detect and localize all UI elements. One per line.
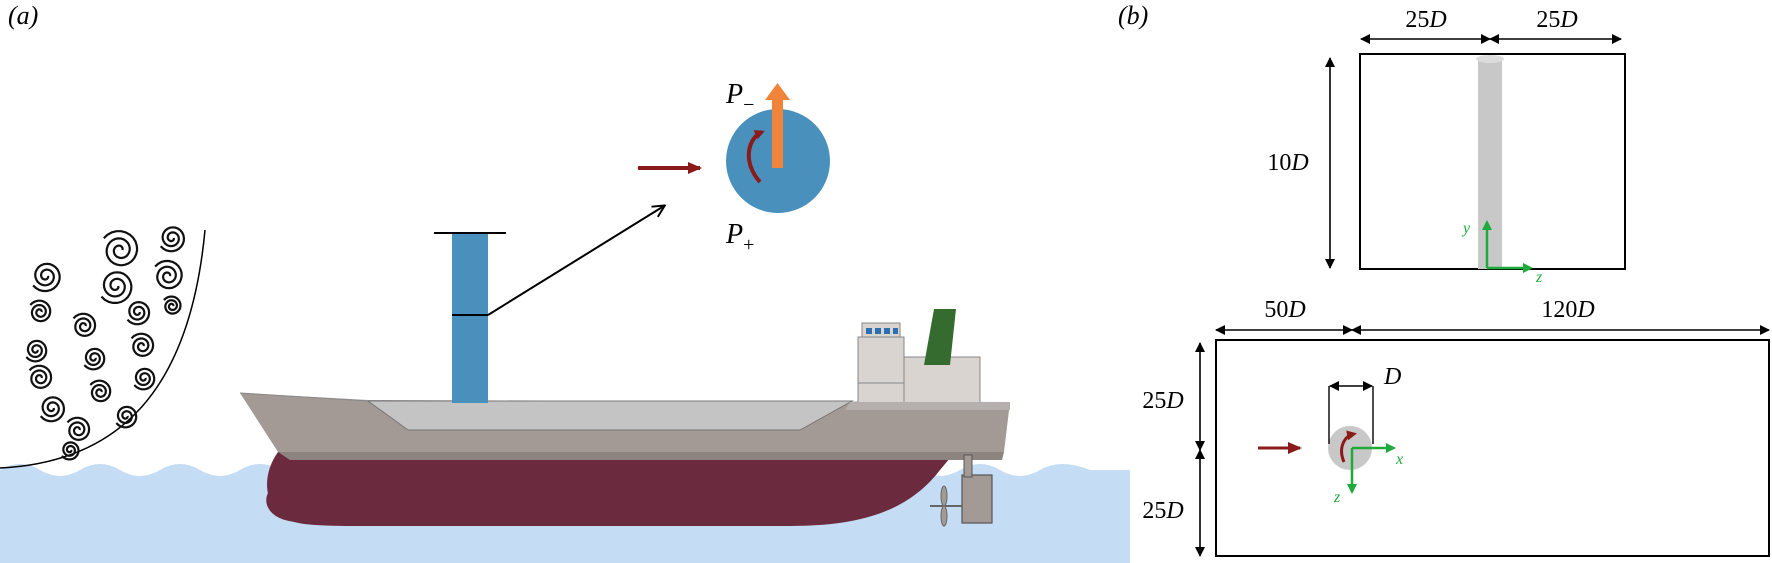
rotor-sail (452, 233, 488, 403)
top-view-domain: 25D 25D 10D y z (1267, 7, 1626, 286)
vortex-spiral (61, 441, 80, 461)
zoom-arrow (487, 206, 664, 316)
axis-z-top-label: z (1535, 269, 1543, 286)
ship-deck (366, 400, 854, 431)
vortex-wake (0, 226, 206, 469)
vortex-spiral (32, 262, 61, 293)
axis-z-side-label: z (1333, 489, 1341, 506)
side-view-domain: 50D 120D 25D 25D D x z (1142, 297, 1770, 557)
vortex-spiral (72, 312, 97, 338)
cylinder-section-side (1328, 426, 1372, 470)
dim-half-height-bottom-label: 25D (1142, 498, 1183, 524)
ship-hull-shade (278, 452, 1004, 460)
vortex-spiral (159, 226, 186, 253)
vortex-spiral (29, 299, 52, 323)
vortex-spiral (39, 396, 66, 423)
dim-half-height-top-label: 25D (1142, 388, 1183, 414)
ship-hull-lower (267, 452, 955, 526)
dim-diameter-label: D (1383, 364, 1401, 390)
panel-b: (b) 25D 25D 10D y z 50D 120D (1118, 1, 1770, 557)
vortex-spiral (25, 339, 48, 363)
cylinder-top (1476, 55, 1504, 63)
panel-a-label: (a) (8, 1, 38, 30)
vortex-spiral (163, 295, 182, 315)
vortex-spiral (103, 230, 139, 267)
vortex-spiral (133, 367, 156, 391)
rudder-stock (963, 454, 973, 478)
dim-top-width-left-label: 25D (1405, 7, 1446, 33)
lift-arrow-shaft (772, 98, 783, 168)
rotation-arrow-side (1340, 430, 1357, 463)
vortex-spiral (130, 332, 155, 358)
upper-deck (845, 402, 1010, 410)
section-view: P− P+ (638, 79, 830, 256)
vortex-spiral (154, 259, 183, 290)
funnel (924, 309, 956, 365)
vortex-spiral (100, 271, 133, 304)
panel-a: (a) (0, 1, 1130, 563)
vortex-spiral (66, 416, 91, 442)
side-view-box (1215, 339, 1770, 557)
bridge-block (857, 336, 905, 406)
vortex-spiral (126, 300, 151, 326)
pressure-high-label: P+ (725, 219, 754, 256)
ship-bulb (266, 479, 300, 522)
pressure-low-label: P− (725, 79, 754, 116)
propeller (930, 485, 962, 527)
rudder (961, 474, 993, 524)
vortex-spiral (89, 379, 112, 403)
vortex-spiral (28, 364, 53, 390)
axis-y-top-label: y (1461, 220, 1471, 237)
cylinder-side (1478, 58, 1502, 269)
vortex-spiral (83, 347, 106, 371)
dim-upstream-label: 50D (1264, 297, 1305, 323)
bridge-windows (866, 328, 898, 334)
lift-arrow-head (765, 83, 790, 100)
panel-b-label: (b) (1118, 1, 1148, 30)
dim-top-width-right-label: 25D (1536, 7, 1577, 33)
vortex-spiral (115, 405, 138, 429)
dim-top-height-label: 10D (1267, 150, 1308, 176)
rotation-arrow (746, 130, 765, 184)
axis-x-side-label: x (1395, 451, 1403, 468)
dim-downstream-label: 120D (1541, 297, 1594, 323)
wake-boundary (0, 229, 206, 469)
